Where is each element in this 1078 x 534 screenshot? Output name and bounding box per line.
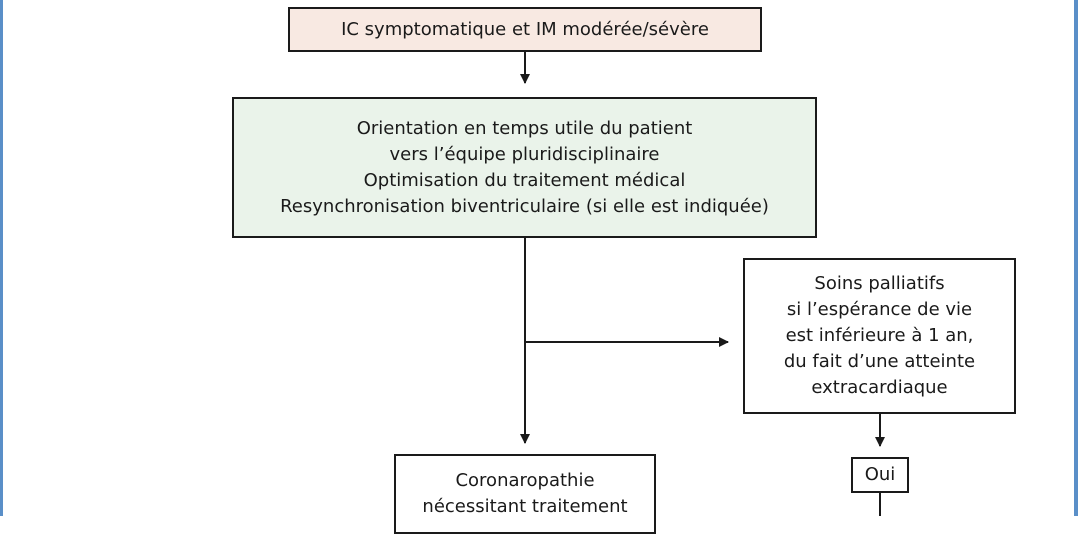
node-line: extracardiaque <box>811 377 948 398</box>
node-line: Oui <box>864 464 896 485</box>
node-oui: Oui <box>851 457 909 493</box>
node-line: Soins palliatifs <box>814 273 945 294</box>
node-line: Optimisation du traitement médical <box>363 169 686 191</box>
node-palliative-care: Soins palliatifs si l’espérance de vie e… <box>743 258 1016 414</box>
node-line: vers l’équipe pluridisciplinaire <box>389 143 660 165</box>
node-line: Resynchronisation biventriculaire (si el… <box>280 195 769 217</box>
node-line: IC symptomatique et IM modérée/sévère <box>341 18 709 40</box>
node-line: nécessitant traitement <box>422 496 628 517</box>
node-coronaropathy: Coronaropathie nécessitant traitement <box>394 454 656 534</box>
node-symptomatic-ic-im: IC symptomatique et IM modérée/sévère <box>288 7 762 52</box>
page-frame-right <box>1074 0 1078 516</box>
node-line: Orientation en temps utile du patient <box>356 117 693 139</box>
node-line: Coronaropathie <box>455 470 595 491</box>
node-line: si l’espérance de vie <box>786 299 973 320</box>
page-frame-left <box>0 0 3 516</box>
node-line: du fait d’une atteinte <box>783 351 976 372</box>
node-orientation-treatment: Orientation en temps utile du patient ve… <box>232 97 817 238</box>
node-line: est inférieure à 1 an, <box>785 325 974 346</box>
connector-layer <box>520 52 885 516</box>
